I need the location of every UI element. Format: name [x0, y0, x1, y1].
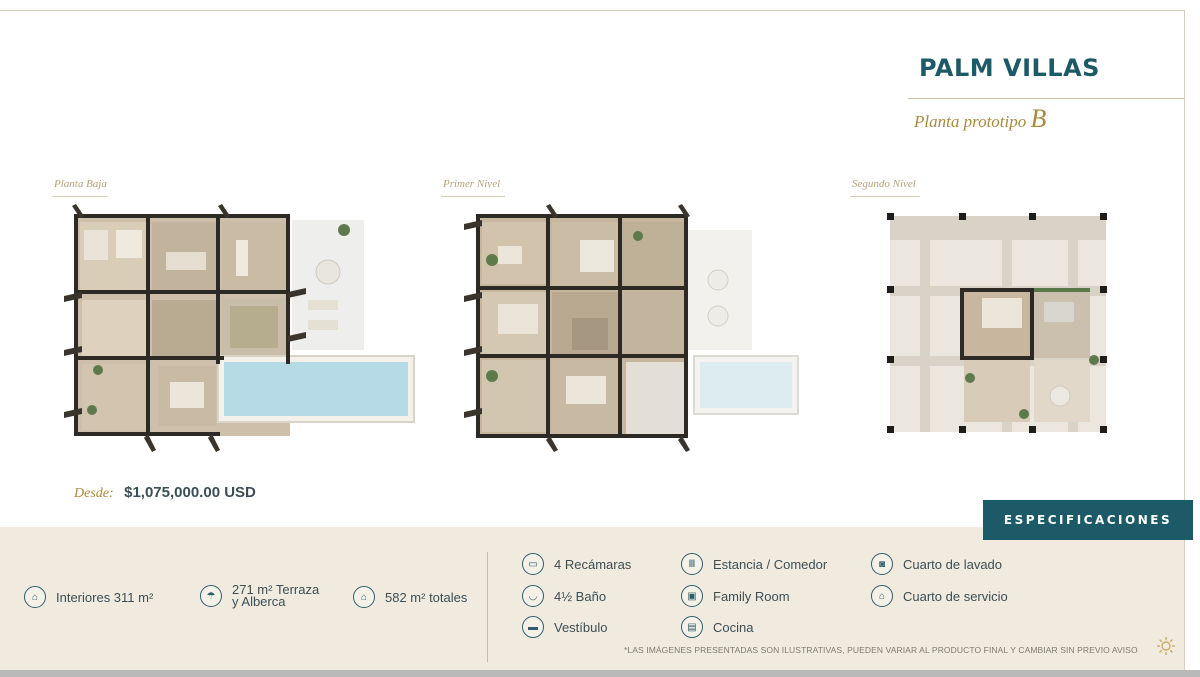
dining-icon: Ⅲ — [681, 553, 703, 575]
bed-icon: ▭ — [522, 553, 544, 575]
price-block: Desde: $1,075,000.00 USD — [74, 484, 256, 502]
plan-label-rule — [850, 196, 920, 197]
floor-plan-segundo-nivel — [887, 213, 1107, 433]
tv-icon: ▣ — [681, 585, 703, 607]
area-terraza-line1: 271 m² Terraza — [232, 582, 320, 597]
disclaimer-text: *LAS IMÁGENES PRESENTADAS SON ILUSTRATIV… — [624, 645, 1138, 655]
title-divider — [908, 98, 1184, 99]
area-totales-label: 582 m² totales — [385, 589, 468, 605]
floor-plan-planta-baja — [64, 204, 415, 452]
page-title: PALM VILLAS — [919, 54, 1100, 82]
feature-vestibulo-label: Vestíbulo — [554, 619, 608, 635]
washer-icon: ◙ — [871, 553, 893, 575]
feature-family: ▣ Family Room — [681, 585, 790, 607]
feature-bano-label: 4½ Baño — [554, 588, 607, 604]
specs-panel — [0, 527, 1184, 670]
area-totales: ⌂ 582 m² totales — [353, 586, 467, 608]
area-interiores-label: Interiores 311 m² — [56, 589, 154, 605]
feature-cocina: ▤ Cocina — [681, 616, 753, 638]
price-value: $1,075,000.00 USD — [124, 484, 256, 501]
feature-lavado: ◙ Cuarto de lavado — [871, 553, 1002, 575]
plan-label-planta-baja: Planta Baja — [54, 178, 107, 190]
feature-cocina-label: Cocina — [713, 619, 754, 635]
sofa-icon: ▬ — [522, 616, 544, 638]
window-bottom-bar — [0, 670, 1200, 677]
feature-recamaras: ▭ 4 Recámaras — [522, 553, 631, 575]
feature-servicio-label: Cuarto de servicio — [903, 588, 1008, 604]
area-interiores: ⌂ Interiores 311 m² — [24, 586, 153, 608]
feature-estancia-label: Estancia / Comedor — [713, 556, 828, 572]
subtitle-letter: B — [1030, 104, 1047, 133]
frame-top-line — [0, 10, 1184, 11]
price-label: Desde: — [74, 486, 114, 501]
subtitle-text: Planta prototipo — [914, 112, 1027, 131]
service-room-icon: ⌂ — [871, 585, 893, 607]
feature-family-label: Family Room — [713, 588, 790, 604]
frame-right-line — [1184, 10, 1185, 670]
kitchen-icon: ▤ — [681, 616, 703, 638]
plan-label-rule — [52, 196, 108, 197]
page-subtitle: Planta prototipo B — [914, 104, 1046, 134]
interior-icon: ⌂ — [24, 586, 46, 608]
feature-estancia: Ⅲ Estancia / Comedor — [681, 553, 827, 575]
umbrella-icon: ☂ — [200, 585, 222, 607]
feature-servicio: ⌂ Cuarto de servicio — [871, 585, 1008, 607]
area-terraza-line2: y Alberca — [232, 594, 286, 609]
sun-logo-icon — [1157, 637, 1175, 655]
feature-vestibulo: ▬ Vestíbulo — [522, 616, 608, 638]
feature-lavado-label: Cuarto de lavado — [903, 556, 1003, 572]
area-terraza-label: 271 m² Terraza y Alberca — [232, 582, 320, 609]
floor-plan-primer-nivel — [464, 204, 799, 452]
area-terraza: ☂ 271 m² Terraza y Alberca — [200, 582, 320, 609]
panel-divider — [487, 552, 488, 662]
plan-label-segundo-nivel: Segundo Nivel — [852, 178, 916, 190]
plan-label-primer-nivel: Primer Nivel — [443, 178, 501, 190]
bathtub-icon: ◡ — [522, 585, 544, 607]
especificaciones-button[interactable]: ESPECIFICACIONES — [983, 500, 1193, 540]
feature-recamaras-label: 4 Recámaras — [554, 556, 632, 572]
feature-bano: ◡ 4½ Baño — [522, 585, 606, 607]
plan-label-rule — [441, 196, 505, 197]
house-area-icon: ⌂ — [353, 586, 375, 608]
